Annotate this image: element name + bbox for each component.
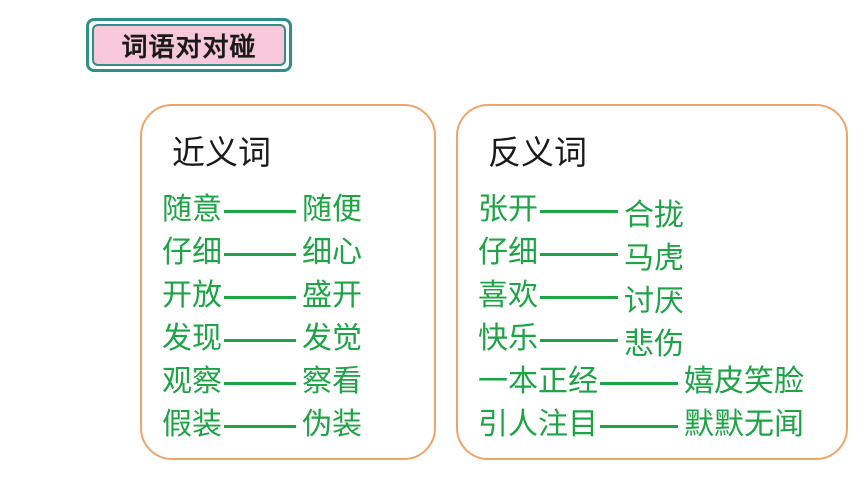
- synonym-right-word: 伪装: [302, 407, 362, 442]
- pair-dash: [600, 425, 678, 428]
- antonym-right-word: 默默无闻: [684, 407, 804, 442]
- pair-dash: [224, 425, 296, 428]
- page-title: 词语对对碰: [121, 32, 257, 63]
- synonym-left-word: 开放: [162, 278, 222, 313]
- pair-dash: [540, 253, 618, 256]
- antonym-right-word: 讨厌: [624, 284, 684, 319]
- antonym-left-word: 仔细: [478, 235, 538, 270]
- pair-dash: [540, 210, 618, 213]
- synonym-right-word: 随便: [302, 192, 362, 227]
- synonym-pair: 观察 察看: [162, 360, 362, 403]
- synonym-pair: 仔细 细心: [162, 231, 362, 274]
- antonym-pair: 张开 合拢: [478, 188, 804, 233]
- synonym-right-word: 察看: [302, 364, 362, 399]
- synonyms-list: 随意 随便 仔细 细心 开放 盛开 发现 发觉 观察 察看 假装 伪装: [162, 188, 362, 446]
- antonym-pair: 引人注目 默默无闻: [478, 403, 804, 446]
- synonyms-panel: 近义词 随意 随便 仔细 细心 开放 盛开 发现 发觉 观察 察看 假装: [140, 104, 436, 460]
- antonym-pair: 一本正经 嬉皮笑脸: [478, 360, 804, 403]
- pair-dash: [224, 253, 296, 256]
- synonym-pair: 随意 随便: [162, 188, 362, 231]
- antonym-right-word: 嬉皮笑脸: [684, 364, 804, 399]
- synonym-left-word: 观察: [162, 364, 222, 399]
- synonym-right-word: 细心: [302, 235, 362, 270]
- antonym-pair: 快乐 悲伤: [478, 317, 804, 362]
- synonym-right-word: 盛开: [302, 278, 362, 313]
- antonym-pair: 喜欢 讨厌: [478, 274, 804, 319]
- pair-dash: [540, 296, 618, 299]
- antonym-right-word: 悲伤: [624, 327, 684, 362]
- synonym-left-word: 假装: [162, 407, 222, 442]
- pair-dash: [224, 382, 296, 385]
- pair-dash: [224, 210, 296, 213]
- antonym-left-word: 快乐: [478, 321, 538, 356]
- synonym-pair: 开放 盛开: [162, 274, 362, 317]
- title-badge-inner: 词语对对碰: [92, 24, 286, 66]
- synonym-left-word: 仔细: [162, 235, 222, 270]
- antonyms-panel: 反义词 张开 合拢 仔细 马虎 喜欢 讨厌 快乐 悲伤 一本正经 嬉皮笑脸 引人…: [456, 104, 848, 460]
- synonym-left-word: 发现: [162, 321, 222, 356]
- antonym-pair: 仔细 马虎: [478, 231, 804, 276]
- antonyms-list: 张开 合拢 仔细 马虎 喜欢 讨厌 快乐 悲伤 一本正经 嬉皮笑脸 引人注目 默…: [478, 188, 804, 446]
- title-badge: 词语对对碰: [86, 18, 292, 72]
- antonym-left-word: 一本正经: [478, 364, 598, 399]
- pair-dash: [224, 296, 296, 299]
- antonym-left-word: 引人注目: [478, 407, 598, 442]
- synonym-right-word: 发觉: [302, 321, 362, 356]
- antonym-right-word: 马虎: [624, 241, 684, 276]
- synonyms-heading: 近义词: [172, 133, 271, 172]
- antonym-left-word: 喜欢: [478, 278, 538, 313]
- antonyms-heading: 反义词: [488, 133, 587, 172]
- synonym-pair: 假装 伪装: [162, 403, 362, 446]
- antonym-left-word: 张开: [478, 192, 538, 227]
- antonym-right-word: 合拢: [624, 198, 684, 233]
- synonym-left-word: 随意: [162, 192, 222, 227]
- synonym-pair: 发现 发觉: [162, 317, 362, 360]
- pair-dash: [540, 339, 618, 342]
- pair-dash: [600, 382, 678, 385]
- pair-dash: [224, 339, 296, 342]
